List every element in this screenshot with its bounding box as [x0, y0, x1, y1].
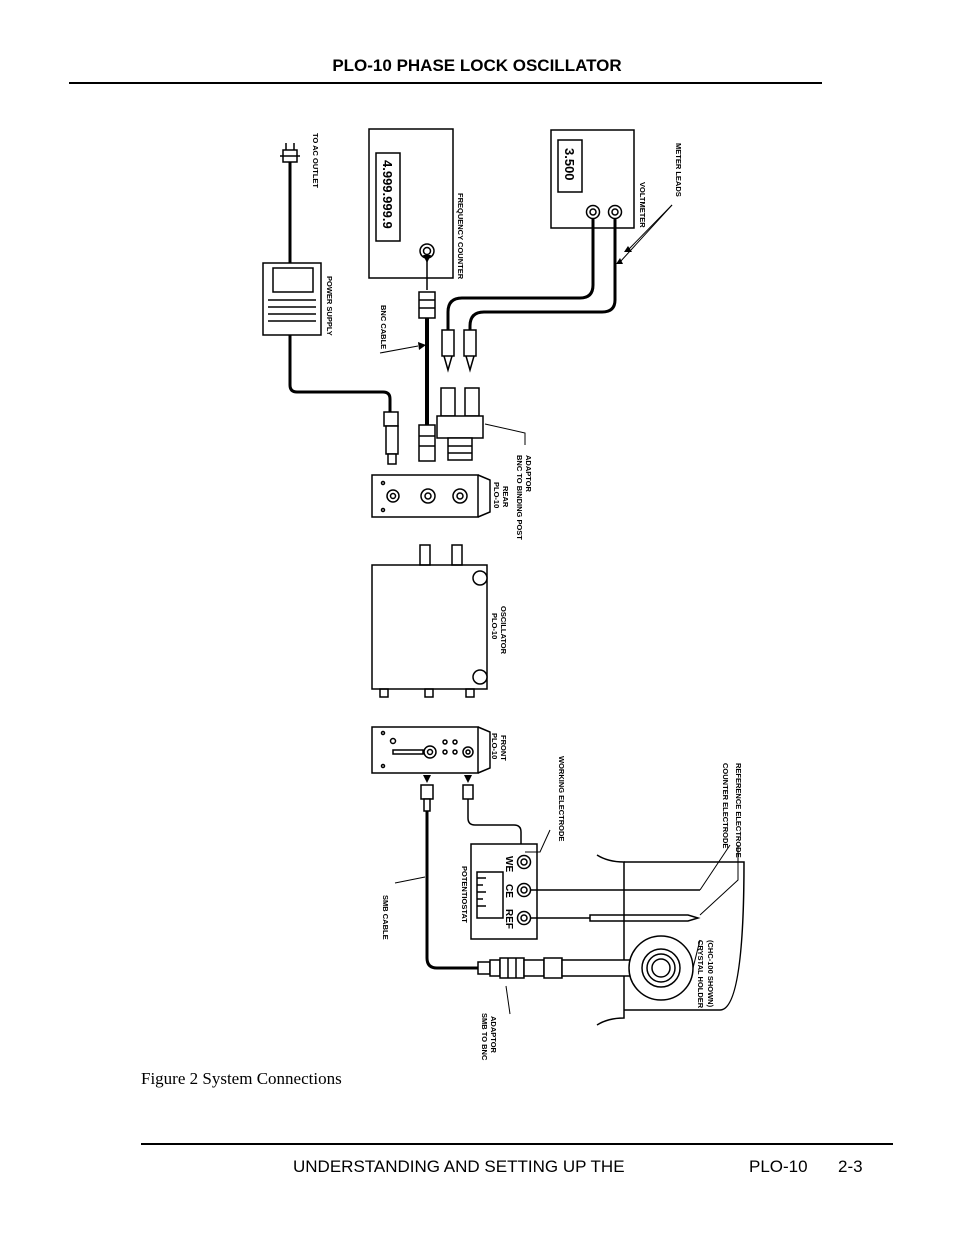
label-crystal-holder-1: CRYSTAL HOLDER [696, 940, 705, 1009]
label-smb-bnc-1: SMB TO BNC [480, 1013, 489, 1061]
label-to-ac-outlet: TO AC OUTLET [311, 133, 320, 188]
leader-lines [379, 204, 739, 1015]
label-bnc-binding-post-2: ADAPTOR [524, 455, 533, 493]
working-electrode-lead [467, 806, 522, 855]
footer-model: PLO-10 [749, 1157, 808, 1176]
footer-section-title: UNDERSTANDING AND SETTING UP THE [293, 1157, 625, 1176]
label-ce: CE [503, 884, 514, 898]
arrow-heads [418, 246, 632, 783]
dc-plug-icon [383, 411, 399, 465]
ac-plug-icon [280, 143, 300, 163]
label-bnc-cable: BNC CABLE [379, 305, 388, 349]
label-plo10-front: PLO-10 [490, 733, 499, 759]
meter-lead-1 [446, 219, 595, 330]
power-supply-icon [262, 262, 322, 336]
bnc-connector-top-icon [418, 291, 436, 319]
label-plo10-oscillator: PLO-10 [490, 613, 499, 639]
meter-lead-2 [468, 219, 617, 330]
beaker-outline [596, 854, 625, 1026]
potentiostat-icon [470, 843, 538, 940]
reference-electrode-probe [589, 914, 701, 922]
smb-connector-icon [420, 784, 434, 812]
frequency-counter-icon [368, 128, 454, 279]
bnc-connector-bottom-icon [418, 424, 436, 462]
label-bnc-binding-post-1: BNC TO BINDING POST [515, 455, 524, 540]
label-voltmeter: VOLTMETER [638, 182, 647, 228]
label-ref: REF [503, 909, 514, 929]
binding-post-adaptor-icon [436, 387, 484, 461]
smb-cable [425, 811, 478, 970]
plo10-oscillator-icon [371, 544, 488, 698]
label-reference-electrode: REFERENCE ELECTRODE [734, 763, 743, 858]
dc-cord [288, 335, 392, 412]
figure-caption: Figure 2 System Connections [141, 1069, 342, 1088]
label-power-supply: POWER SUPPLY [325, 276, 334, 336]
banana-plugs-icon [441, 329, 477, 373]
footer-rule [141, 1143, 893, 1145]
voltmeter-display: 3.500 [562, 148, 577, 181]
label-crystal-holder-2: (CHC-100 SHOWN) [706, 940, 715, 1008]
label-oscillator: OSCILLATOR [499, 606, 508, 655]
label-smb-cable: SMB CABLE [381, 895, 390, 940]
crystal-holder-icon [543, 935, 694, 1001]
page-header-title: PLO-10 PHASE LOCK OSCILLATOR [332, 56, 622, 75]
header-rule [69, 82, 822, 84]
label-counter-electrode: COUNTER ELECTRODE [721, 763, 730, 848]
working-lead-plug-icon [462, 784, 474, 806]
footer-page-number: 2-3 [838, 1157, 863, 1176]
voltmeter-icon [550, 129, 635, 229]
label-rear: REAR [501, 486, 510, 508]
plo10-front-panel-icon [371, 726, 491, 774]
frequency-display: 4.999.999.9 [380, 160, 395, 229]
plo10-rear-panel-icon [371, 474, 491, 518]
label-frequency-counter: FREQUENCY COUNTER [456, 193, 465, 280]
label-meter-leads: METER LEADS [674, 143, 683, 197]
label-we: WE [503, 856, 514, 872]
label-potentiostat: POTENTIOSTAT [460, 866, 469, 923]
label-working-electrode: WORKING ELECTRODE [557, 756, 566, 841]
label-smb-bnc-2: ADAPTOR [489, 1016, 498, 1054]
smb-to-bnc-adaptor-icon [477, 957, 545, 979]
label-plo10-rear: PLO-10 [492, 482, 501, 508]
label-front: FRONT [499, 735, 508, 761]
